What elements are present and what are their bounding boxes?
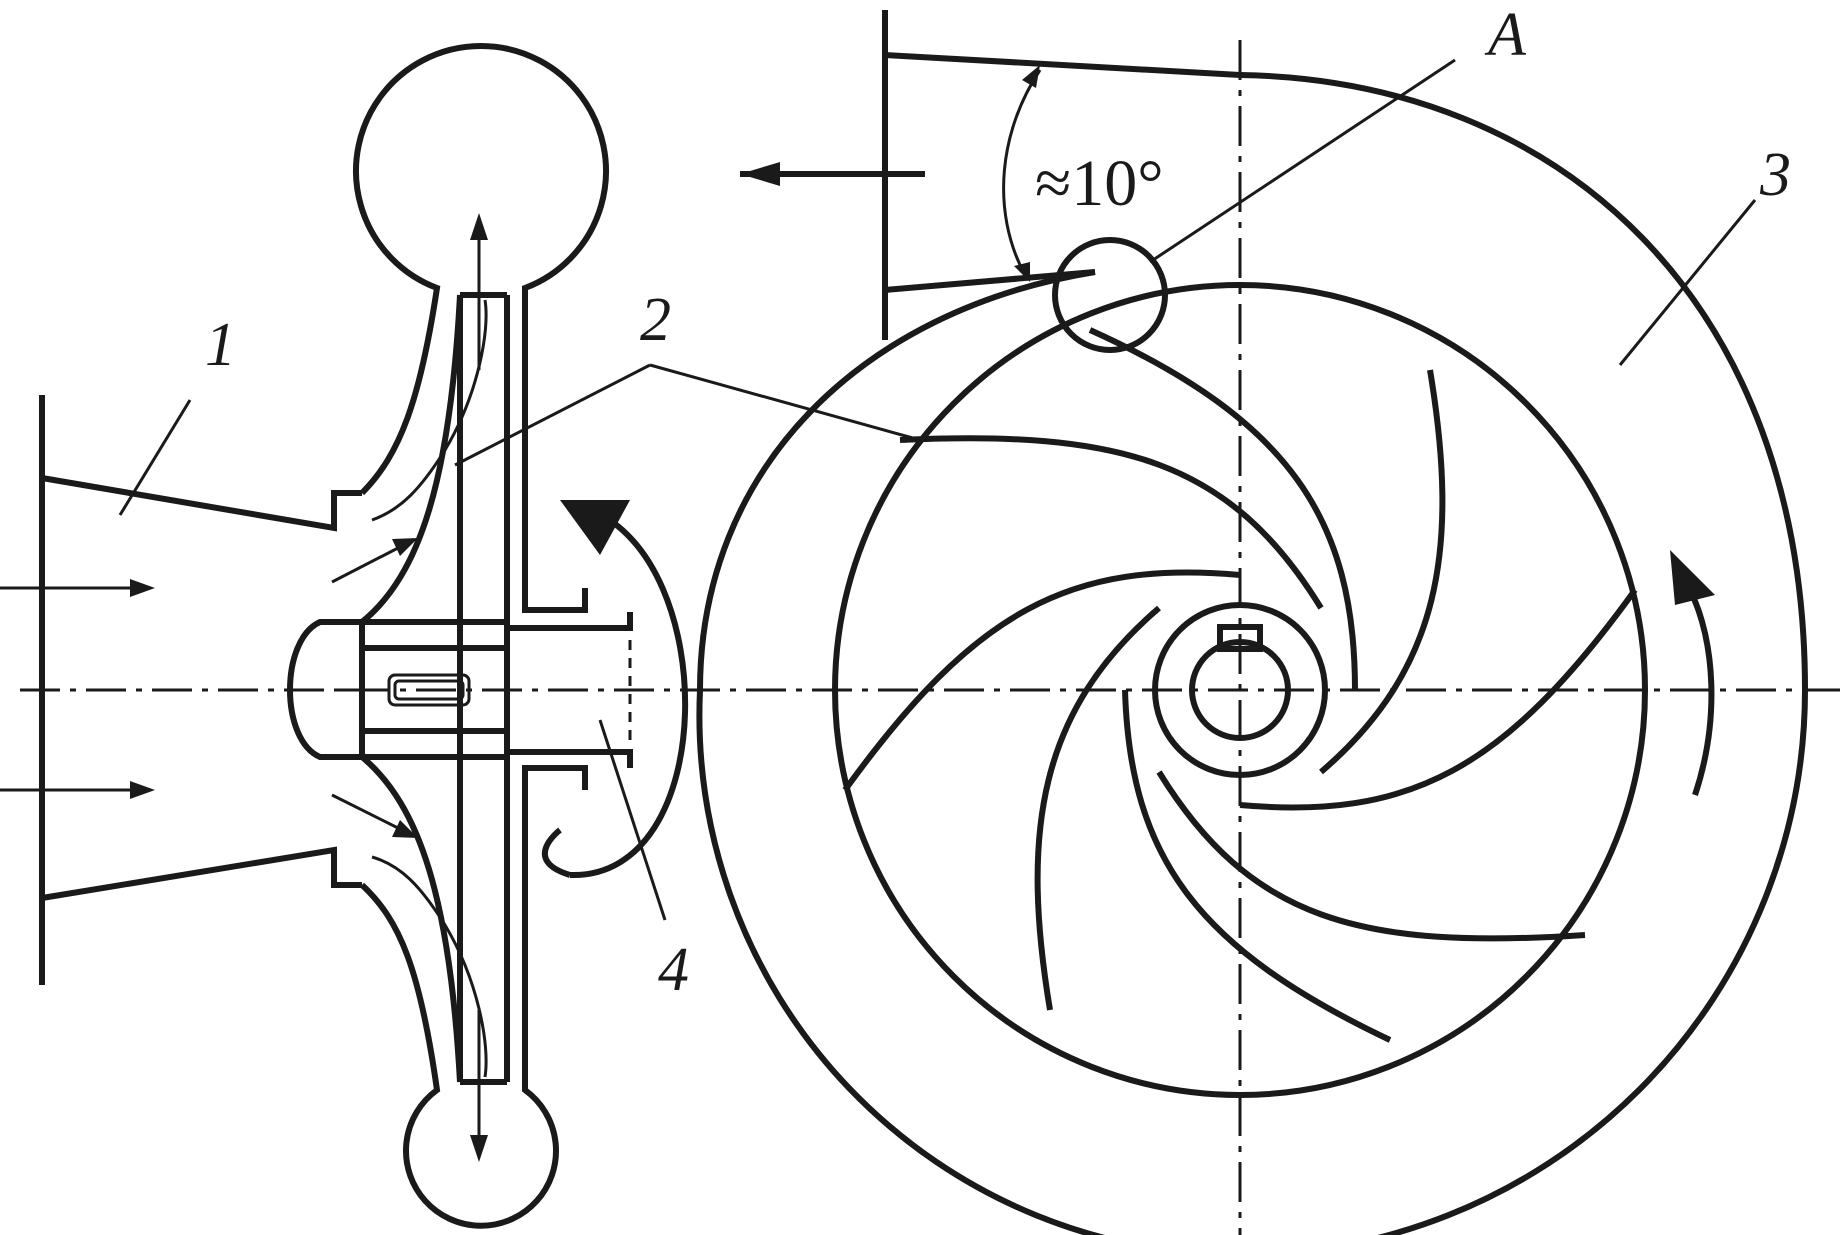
detail-circle-a xyxy=(1052,237,1168,353)
rotation-arrow-front xyxy=(1670,550,1715,796)
outlet-flow-arrows xyxy=(470,213,488,1162)
leader-lines xyxy=(118,58,1757,921)
hub-and-shaft xyxy=(287,612,633,768)
label-detail-a: A xyxy=(1484,1,1527,69)
leader-a xyxy=(1149,58,1456,264)
leader-2-left xyxy=(454,363,651,467)
volute-spiral xyxy=(696,72,1809,1235)
label-impeller: 2 xyxy=(640,286,671,354)
labels: 1 2 3 4 A ≈10° xyxy=(205,1,1791,1004)
leader-1 xyxy=(118,399,192,516)
inlet-flow-arrows xyxy=(0,538,418,838)
volute-casing-section xyxy=(353,43,609,1229)
impeller-outer-ring xyxy=(832,282,1648,1098)
leader-2-right xyxy=(649,363,921,442)
rotation-arrow-side xyxy=(541,500,689,879)
impeller-vanes xyxy=(842,327,1638,1043)
front-hub xyxy=(1152,602,1328,778)
leader-3 xyxy=(1618,199,1757,366)
label-inlet-pipe: 1 xyxy=(205,311,236,379)
center-lines xyxy=(20,40,1840,1235)
leader-4 xyxy=(598,719,667,921)
front-view xyxy=(696,10,1809,1235)
label-shaft: 4 xyxy=(658,936,689,1004)
label-tongue-angle: ≈10° xyxy=(1035,147,1164,220)
angle-dimension xyxy=(1002,65,1042,282)
inlet-pipe xyxy=(39,395,362,985)
side-section-view xyxy=(0,43,689,1229)
label-volute: 3 xyxy=(1759,141,1791,209)
